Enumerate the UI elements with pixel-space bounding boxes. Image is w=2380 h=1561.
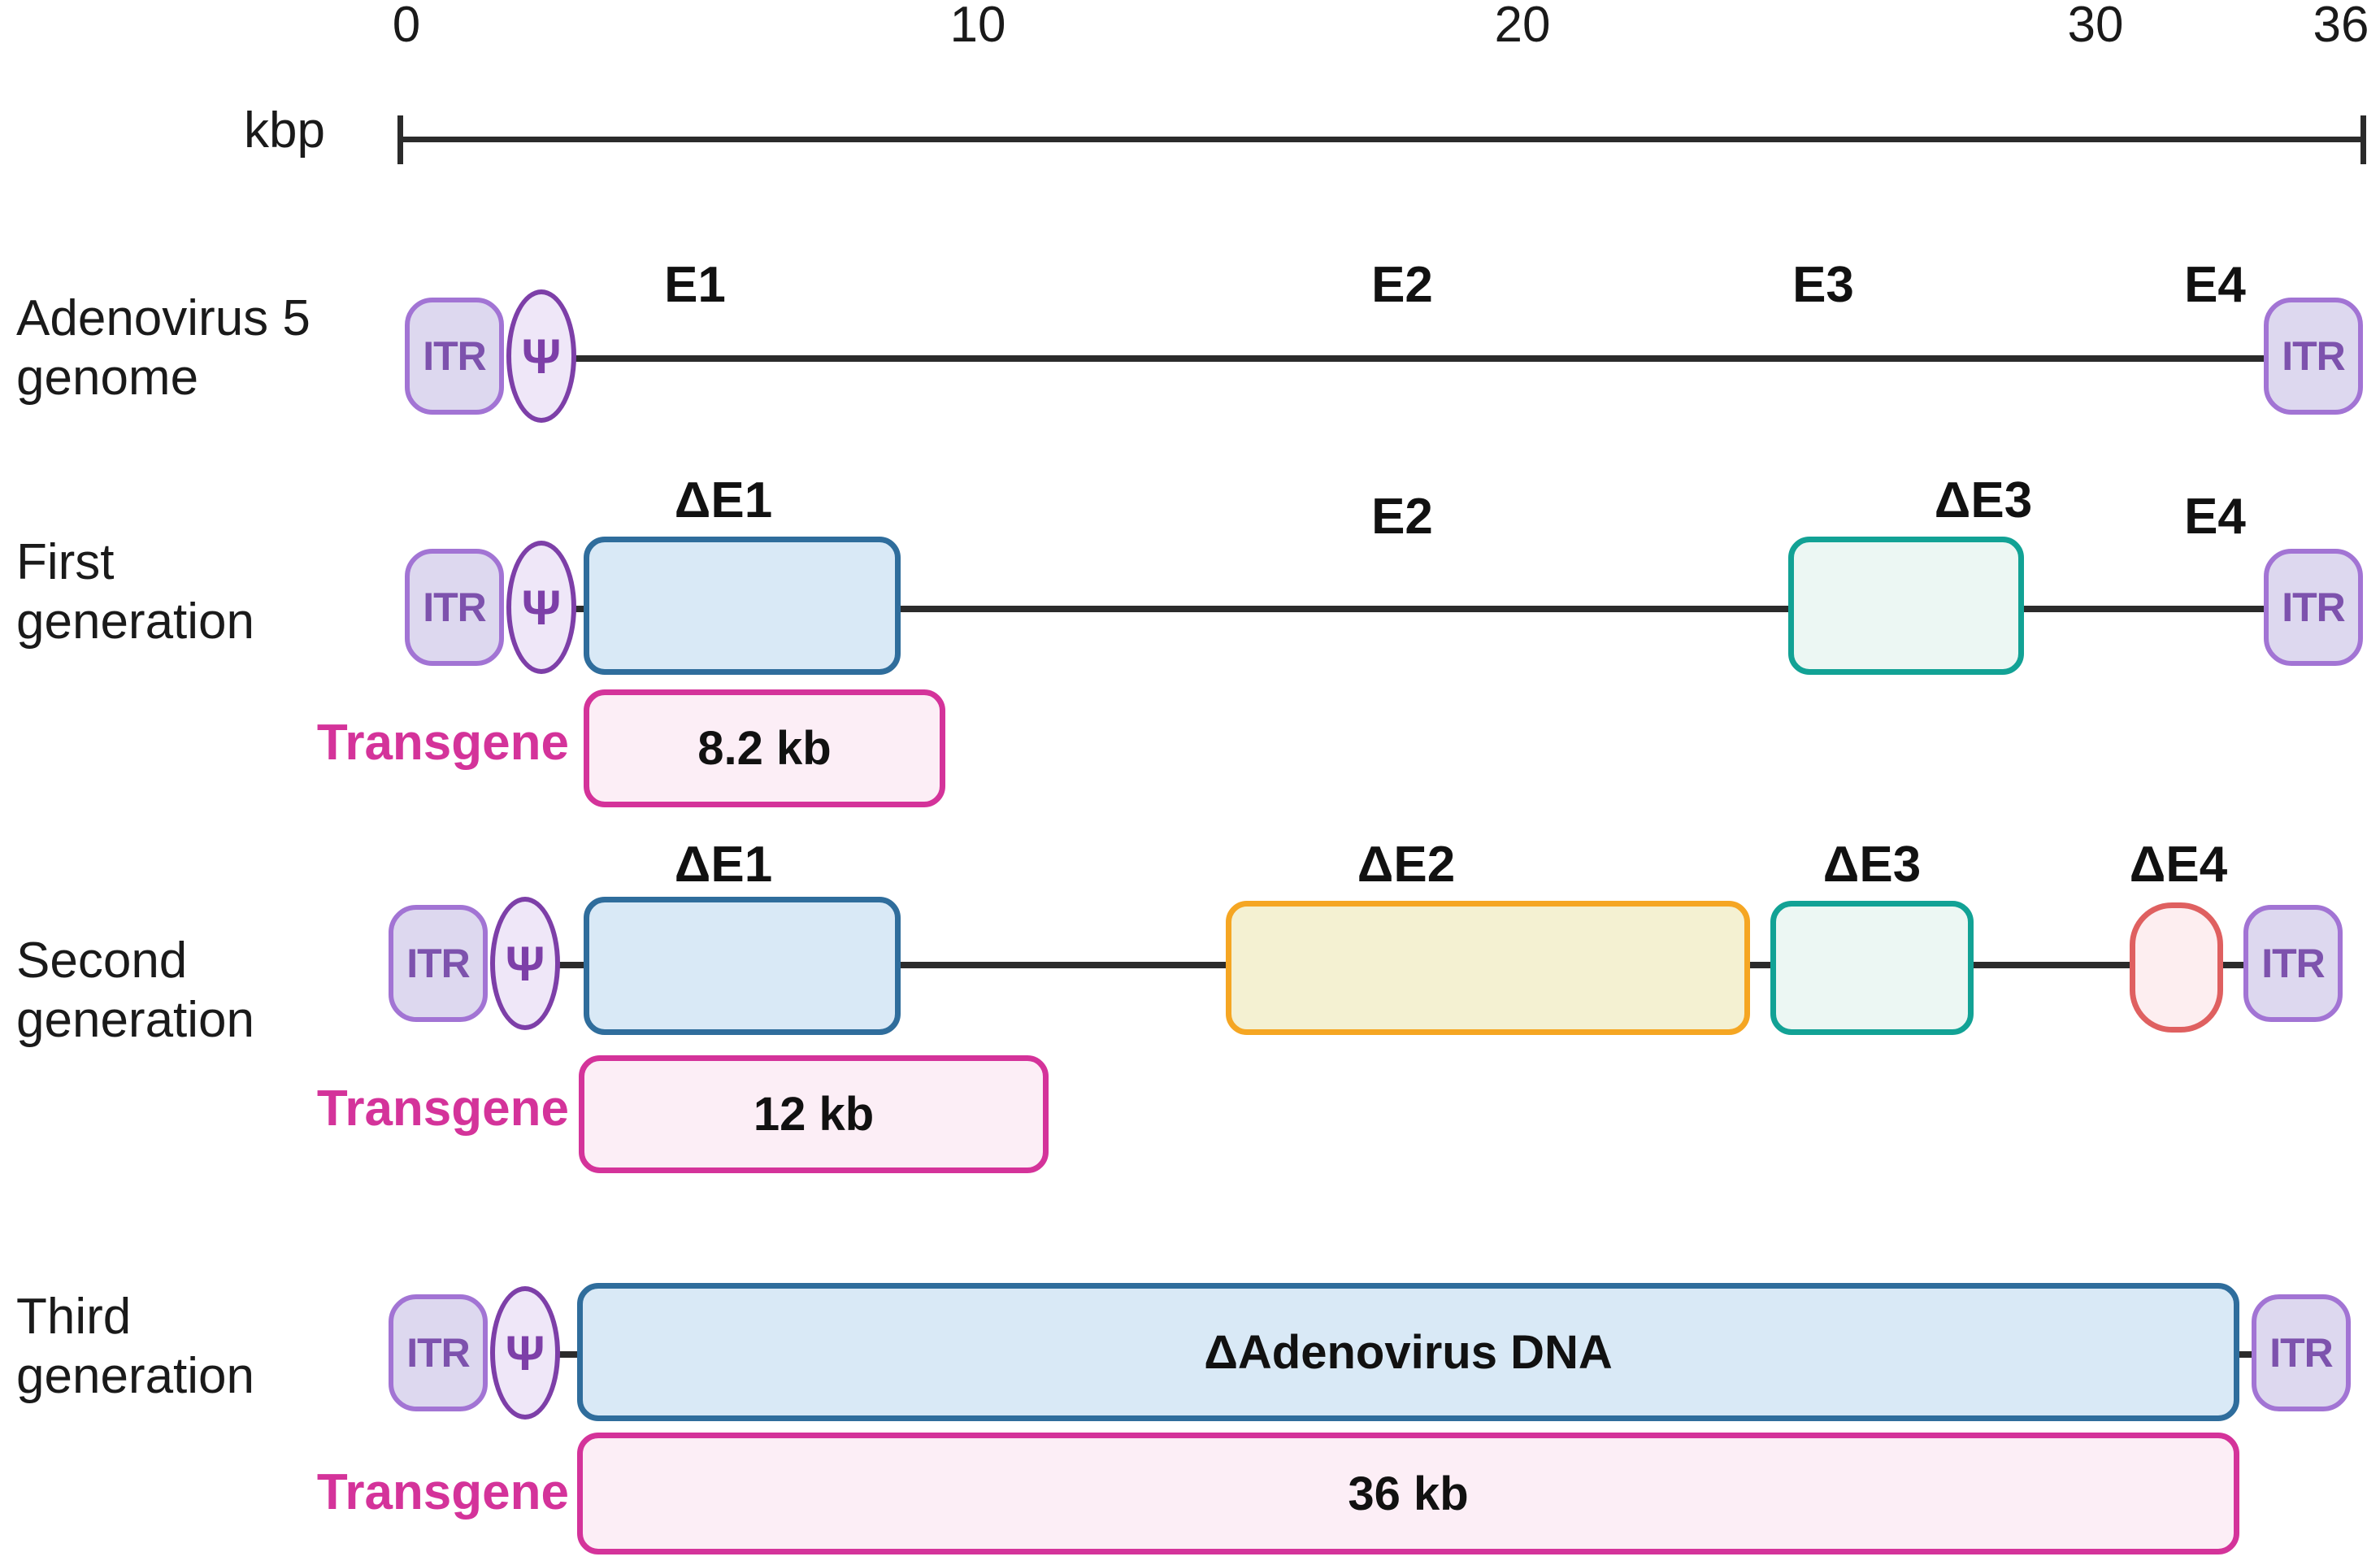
gene-box-delta-adenovirus-dna-row3[interactable]: ΔAdenovirus DNA [577,1283,2239,1421]
row-label-third-generation: Third generation [16,1289,255,1405]
backbone-row0 [536,355,2308,362]
gene-caption-delta-e1-row1: ΔE1 [674,472,773,528]
itr-left-row3[interactable]: ITR [389,1294,488,1411]
row-label-adenovirus-5-genome: Adenovirus 5 genome [16,290,311,407]
gene-caption-e4-row0: E4 [2184,257,2246,313]
itr-left-row0[interactable]: ITR [405,298,504,415]
gene-caption-delta-e4-row2: ΔE4 [2129,837,2228,893]
itr-left-row1[interactable]: ITR [405,549,504,666]
gene-caption-delta-e2-row2: ΔE2 [1357,837,1456,893]
axis-cap-right [2360,115,2366,164]
gene-box-delta-e1-row2[interactable] [584,897,901,1035]
psi-icon-row2[interactable]: Ψ [490,897,560,1030]
transgene-label-row1: Transgene [316,715,569,771]
transgene-label-row3: Transgene [316,1464,569,1520]
transgene-box-row3[interactable]: 36 kb [577,1433,2239,1554]
gene-caption-e2-row0: E2 [1371,257,1433,313]
axis-tick-label-30: 30 [2067,0,2124,53]
gene-caption-e1-row0: E1 [664,257,726,313]
axis-tick-label-0: 0 [392,0,421,53]
gene-box-delta-e3-row2[interactable] [1770,901,1974,1035]
row-label-first-generation: First generation [16,534,255,650]
itr-right-row1[interactable]: ITR [2264,549,2363,666]
psi-icon-row3[interactable]: Ψ [490,1286,560,1420]
itr-right-row0[interactable]: ITR [2264,298,2363,415]
row-label-second-generation: Second generation [16,933,255,1049]
backbone-row1 [536,606,2308,612]
gene-caption-e2-row1: E2 [1371,489,1433,545]
itr-right-row2[interactable]: ITR [2243,905,2343,1022]
psi-icon-row0[interactable]: Ψ [506,289,576,423]
gene-caption-e3-row0: E3 [1792,257,1854,313]
transgene-box-row2[interactable]: 12 kb [579,1055,1049,1173]
itr-right-row3[interactable]: ITR [2252,1294,2351,1411]
axis-unit-label: kbp [244,102,325,159]
gene-caption-delta-e3-row1: ΔE3 [1934,472,2033,528]
psi-icon-row1[interactable]: Ψ [506,541,576,674]
axis-tick-label-10: 10 [949,0,1006,53]
gene-box-delta-e1-row1[interactable] [584,537,901,675]
gene-box-delta-e4-row2[interactable] [2130,902,2223,1033]
axis-cap-left [397,115,403,164]
axis-tick-label-36: 36 [2313,0,2369,53]
gene-box-delta-e2-row2[interactable] [1226,901,1750,1035]
axis-tick-label-20: 20 [1494,0,1551,53]
transgene-label-row2: Transgene [316,1081,569,1137]
gene-caption-e4-row1: E4 [2184,489,2246,545]
gene-box-delta-e3-row1[interactable] [1788,537,2024,675]
axis-line [398,137,2365,142]
transgene-box-row1[interactable]: 8.2 kb [584,689,945,807]
gene-caption-delta-e1-row2: ΔE1 [674,837,773,893]
itr-left-row2[interactable]: ITR [389,905,488,1022]
gene-caption-delta-e3-row2: ΔE3 [1822,837,1922,893]
